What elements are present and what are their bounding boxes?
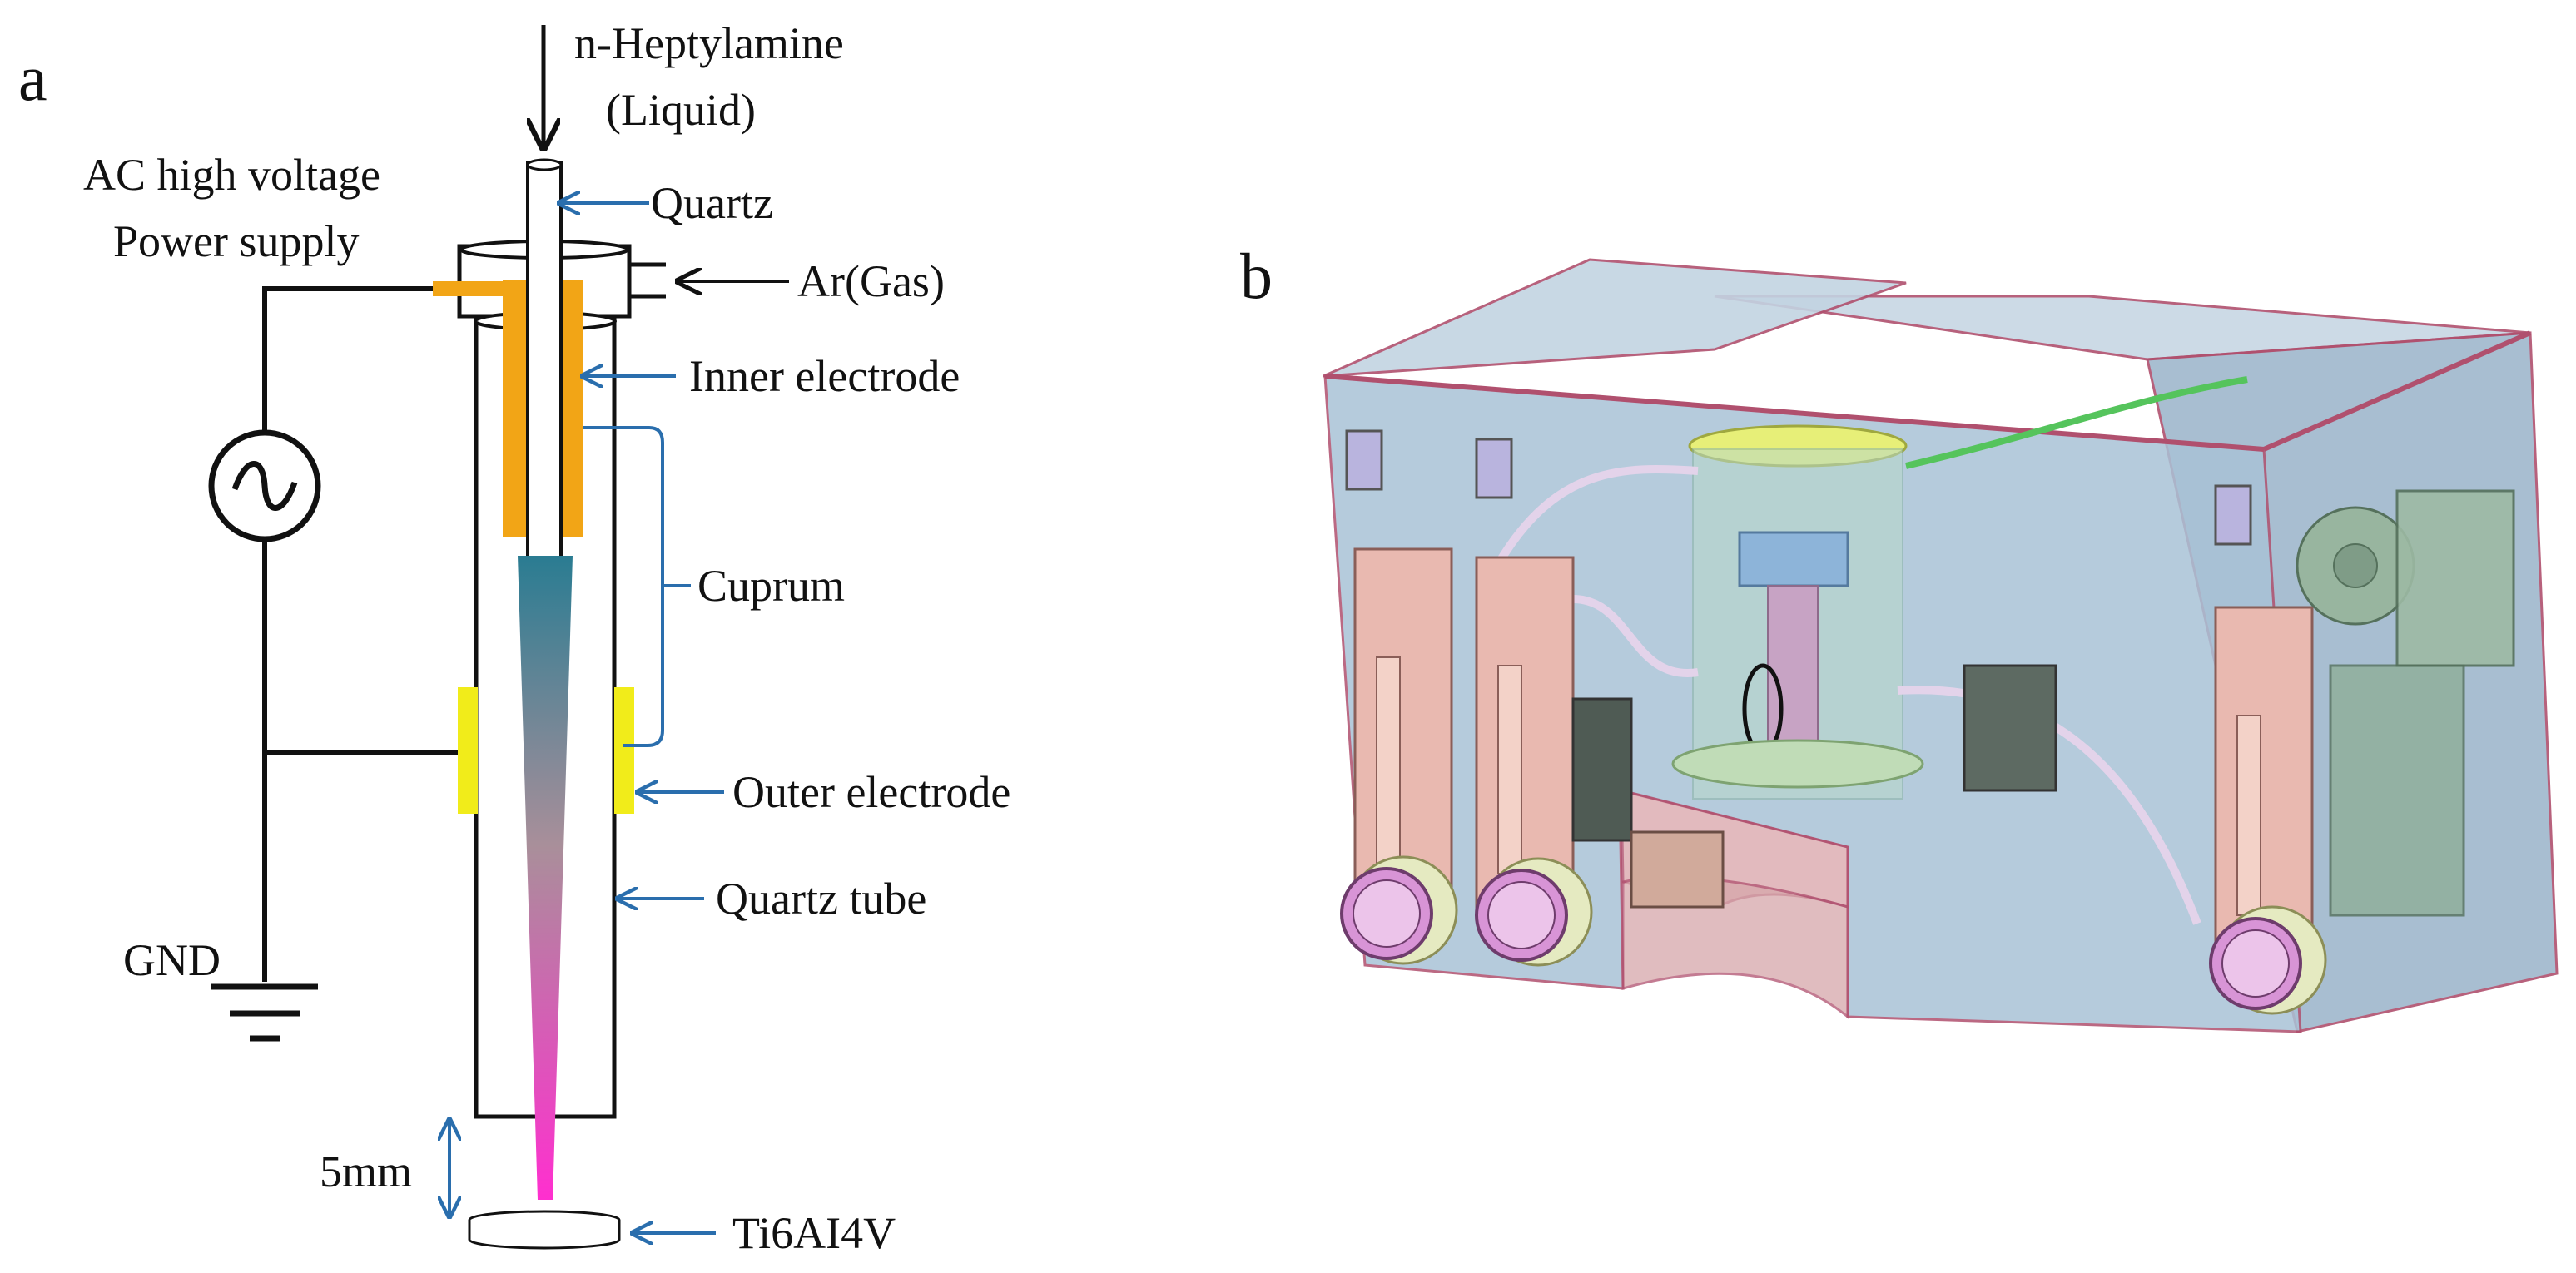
wire-power [262,286,433,441]
panel-a: a n-Heptylamine (Liquid) AC high voltage… [18,18,1010,1258]
knob-1 [1340,855,1458,965]
motor-block [1963,664,2057,792]
gap-label: 5mm [320,1147,412,1196]
tubing-left-lower [1572,595,1699,677]
knob-2 [1475,857,1593,967]
power-supply-label-line2: Power supply [113,216,360,266]
peristaltic-pump [2296,489,2515,667]
plasma-jet-assembly [1671,424,1924,800]
switch-2 [1475,438,1513,499]
switch-1 [1345,429,1383,491]
switch-3 [2214,484,2252,546]
connector-block [1630,830,1725,909]
tubing-green [1905,376,2248,469]
knob-3 [2209,905,2327,1015]
flowmeter-2 [1475,556,1575,917]
substrate-label: Ti6AI4V [732,1208,896,1258]
inner-electrode-lead [433,281,533,296]
ac-source-icon [208,429,321,542]
quartz-capillary [526,161,563,559]
ground-icon [211,983,318,1042]
tubing-right [1897,686,2201,925]
panel-a-letter: a [18,42,47,114]
power-supply-label-line1: AC high voltage [83,150,380,200]
panel-b-letter: b [1240,240,1273,312]
panel-b: b [1240,240,2559,1033]
ground-label: GND [123,935,221,985]
outer-electrode-right [614,687,634,814]
inner-electrode-label: Inner electrode [689,351,960,401]
plasma-jet [518,556,573,1200]
housing-front-rim [1324,374,2265,452]
quartz-tube-label: Quartz tube [716,874,926,924]
jet-body [1767,585,1819,753]
housing-side-rim [2262,330,2532,452]
gas-label: Ar(Gas) [797,256,945,306]
valve-block [1571,697,1633,842]
power-module [2329,664,2465,917]
precursor-label-line1: n-Heptylamine [574,18,844,68]
substrate-body [468,1220,621,1250]
precursor-label-line2: (Liquid) [606,85,756,135]
jet-holder-block [1738,531,1849,587]
flowmeter-3 [2214,606,2314,958]
cuprum-label: Cuprum [697,561,845,611]
outer-electrode-left [458,687,478,814]
sample-stage [1671,739,1924,789]
housing-left-top [1323,258,1907,378]
outer-electrode-label: Outer electrode [732,767,1010,817]
flowmeter-1 [1353,547,1453,909]
quartz-capillary-top [526,158,563,171]
quartz-label: Quartz [651,178,773,228]
tubing-left-upper [1494,465,1699,567]
